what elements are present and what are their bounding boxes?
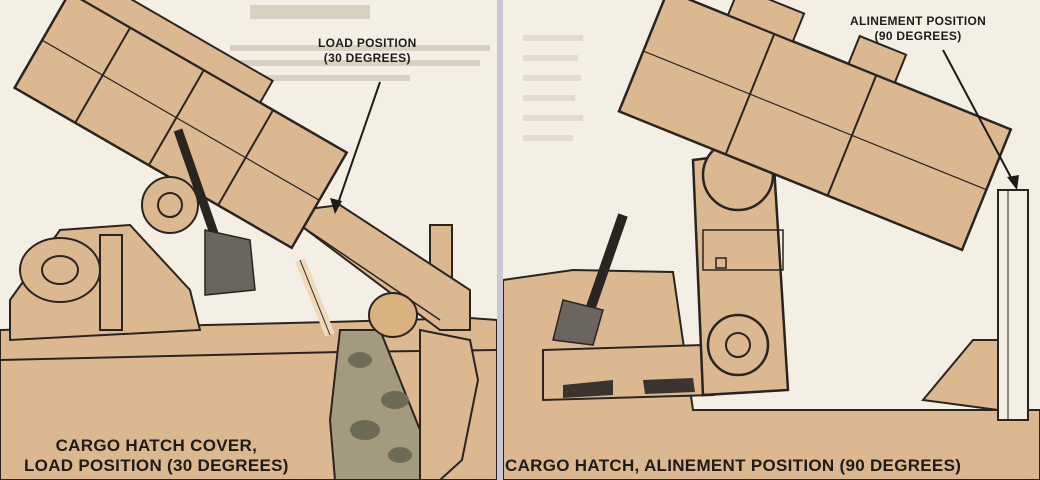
load-position-caption: CARGO HATCH COVER, LOAD POSITION (30 DEG… [24, 436, 289, 476]
alinement-position-illustration [503, 0, 1040, 480]
alinement-position-arrow [942, 49, 1016, 186]
load-position-callout: LOAD POSITION (30 DEGREES) [318, 36, 417, 66]
alinement-position-callout: ALINEMENT POSITION (90 DEGREES) [850, 14, 986, 44]
load-position-panel: LOAD POSITION (30 DEGREES) CARGO HATCH C… [0, 0, 497, 480]
caption-line-2: LOAD POSITION (30 DEGREES) [24, 456, 289, 475]
callout-line-2: (90 DEGREES) [874, 29, 962, 43]
alinement-position-panel: ALINEMENT POSITION (90 DEGREES) CARGO HA… [503, 0, 1040, 480]
load-position-illustration [0, 0, 497, 480]
panel-divider [497, 0, 503, 480]
callout-line-1: LOAD POSITION [318, 36, 417, 50]
caption-line-1: CARGO HATCH COVER, [55, 436, 258, 455]
alinement-position-caption: CARGO HATCH, ALINEMENT POSITION (90 DEGR… [505, 456, 962, 475]
callout-line-1: ALINEMENT POSITION [850, 14, 987, 28]
load-position-arrow [334, 81, 381, 213]
callout-line-2: (30 DEGREES) [323, 51, 411, 65]
